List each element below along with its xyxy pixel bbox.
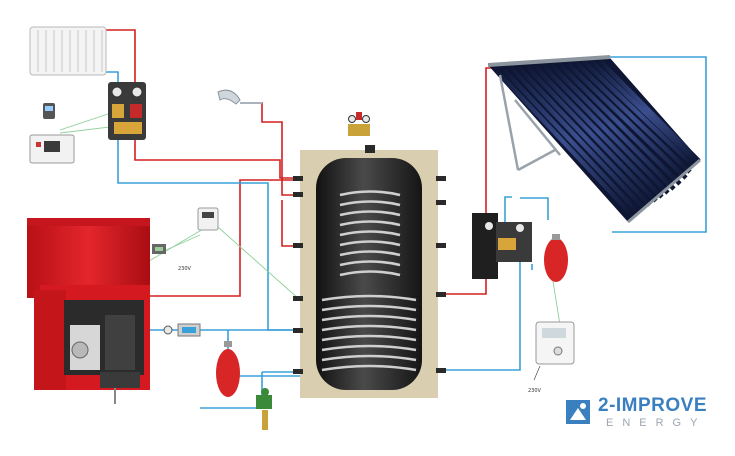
expansion-vessel-solar <box>544 234 568 282</box>
cold-water-inlet-valve <box>256 388 272 430</box>
boiler-temperature-sensor <box>152 244 166 254</box>
storage-tank <box>293 145 446 398</box>
pellet-boiler <box>27 218 150 404</box>
brand-logo-mark <box>566 400 590 424</box>
heating-controller <box>29 134 75 164</box>
heating-pump-group <box>108 82 146 140</box>
brand-tagline: ENERGY <box>606 417 707 429</box>
solar-collector <box>487 55 701 224</box>
expansion-vessel-heating <box>216 341 240 397</box>
tank-safety-valve <box>348 112 370 136</box>
shower-head <box>217 89 262 105</box>
room-thermostat <box>43 103 55 119</box>
brand: 2-IMPROVE ENERGY <box>566 395 716 435</box>
boiler-wall-controller <box>197 207 219 231</box>
voltage-label-solar: 230V <box>528 388 542 394</box>
radiator <box>29 26 107 76</box>
upper-heat-coil <box>339 190 401 277</box>
voltage-label-boiler: 230V <box>178 266 192 272</box>
lower-heat-coil <box>321 294 417 372</box>
brand-name: 2-IMPROVE <box>598 395 708 416</box>
mixing-valve <box>163 323 201 337</box>
solar-controller <box>535 321 575 365</box>
solar-pump-station <box>472 213 532 279</box>
